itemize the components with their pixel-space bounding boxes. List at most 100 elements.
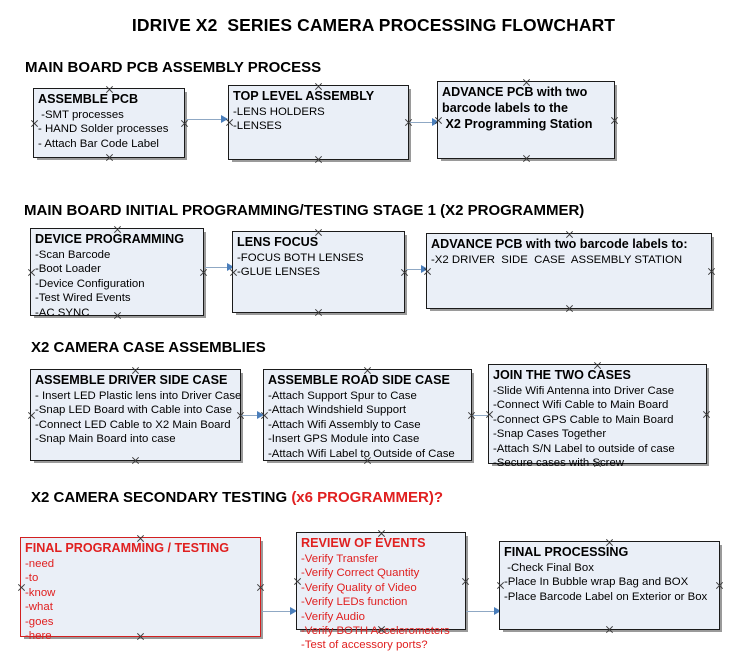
flow-box-line: -Verify Quality of Video (301, 581, 417, 594)
flow-box-line: -Verify LEDs function (301, 596, 408, 609)
arrow-device-programming-to-lens-focus (205, 263, 234, 272)
flow-box-title: ADVANCE PCB with two (442, 85, 588, 99)
flow-box-line: -AC SYNC (35, 306, 90, 319)
connection-handle-right[interactable] (400, 268, 409, 277)
flow-box-line: -GLUE LENSES (237, 266, 320, 279)
connection-handle-right[interactable] (236, 411, 245, 420)
flow-box-assemble-pcb[interactable]: ASSEMBLE PCB -SMT processes - HAND Solde… (33, 88, 185, 158)
flow-box-line: - HAND Solder processes (38, 123, 169, 136)
arrow-assemble-pcb-to-top-level-assembly (186, 115, 228, 124)
flow-box-line: -here (25, 630, 52, 643)
flow-box-device-programming[interactable]: DEVICE PROGRAMMING -Scan Barcode -Boot L… (30, 228, 204, 319)
flow-box-line: -Device Configuration (35, 277, 145, 290)
arrow-review-of-events-to-final-processing (466, 607, 501, 616)
flow-box-line: -LENS HOLDERS (233, 106, 325, 118)
connection-handle-right[interactable] (404, 118, 413, 127)
flow-box-lens-focus[interactable]: LENS FOCUS -FOCUS BOTH LENSES -GLUE LENS… (232, 231, 405, 313)
flow-box-line: -Place In Bubble wrap Bag and BOX (504, 576, 689, 589)
flow-box-assemble-driver-side-case[interactable]: ASSEMBLE DRIVER SIDE CASE - Insert LED P… (30, 369, 241, 461)
flow-box-line: -Verify BOTH Accelerometers (301, 625, 450, 638)
flow-box-advance-pcb-to-driver-side-case-assembly[interactable]: ADVANCE PCB with two barcode labels to: … (426, 233, 712, 309)
section-title-text: X2 CAMERA SECONDARY TESTING (31, 489, 292, 506)
flow-box-line: -Insert GPS Module into Case (268, 433, 420, 446)
section-title-main-board-initial-programming-testing-stage-1: MAIN BOARD INITIAL PROGRAMMING/TESTING S… (24, 202, 585, 219)
connection-handle-bottom[interactable] (314, 308, 323, 317)
flow-box-line: - Attach Bar Code Label (38, 137, 159, 150)
flow-box-line: -SMT processes (38, 109, 124, 121)
flow-box-top-level-assembly[interactable]: TOP LEVEL ASSEMBLY -LENS HOLDERS -LENSES (228, 85, 409, 160)
connection-handle-right[interactable] (199, 268, 208, 277)
flow-box-assemble-road-side-case[interactable]: ASSEMBLE ROAD SIDE CASE -Attach Support … (263, 369, 472, 461)
flow-box-line: -FOCUS BOTH LENSES (237, 252, 364, 264)
flow-box-title: ASSEMBLE PCB (38, 92, 139, 106)
flow-box-line: -Connect GPS Cable to Main Board (493, 413, 674, 426)
flow-box-line: -Verify Transfer (301, 553, 379, 565)
connection-handle-bottom[interactable] (605, 625, 614, 634)
connection-handle-right[interactable] (707, 267, 716, 276)
flow-box-line: -need (25, 558, 55, 570)
flow-box-line: -Check Final Box (504, 562, 594, 574)
flow-box-line: -know (25, 586, 56, 599)
connection-handle-right[interactable] (702, 410, 711, 419)
flow-box-line: -Connect LED Cable to X2 Main Board (35, 418, 231, 431)
connection-handle-right[interactable] (256, 583, 265, 592)
flow-box-line: -Snap Cases Together (493, 428, 607, 441)
page-title: IDRIVE X2 SERIES CAMERA PROCESSING FLOWC… (131, 15, 616, 35)
flow-box-line: -Test Wired Events (35, 292, 131, 305)
flow-box-title: ASSEMBLE ROAD SIDE CASE (268, 373, 450, 387)
flow-box-line: -Place Barcode Label on Exterior or Box (504, 590, 708, 603)
arrow-top-level-assembly-to-advance-pcb (410, 118, 439, 127)
flow-box-line: -X2 DRIVER SIDE CASE ASSEMBLY STATION (431, 254, 683, 266)
flow-box-title: DEVICE PROGRAMMING (35, 232, 185, 246)
section-title-accent: (x6 PROGRAMMER)? (291, 489, 443, 506)
connection-handle-bottom[interactable] (522, 154, 531, 163)
connection-handle-right[interactable] (461, 577, 470, 586)
flow-box-review-of-events[interactable]: REVIEW OF EVENTS -Verify Transfer -Verif… (296, 532, 466, 651)
flow-box-line: -to (25, 572, 39, 585)
flow-box-final-processing[interactable]: FINAL PROCESSING -Check Final Box -Place… (499, 541, 720, 630)
flow-box-join-the-two-cases[interactable]: JOIN THE TWO CASES -Slide Wifi Antenna i… (488, 364, 707, 469)
flow-box-line: -Attach Wifi Label to Outside of Case (268, 447, 455, 460)
flow-box-line: -LENSES (233, 120, 282, 133)
arrow-lens-focus-to-advance-pcb-driver-side (406, 265, 428, 274)
flow-box-line: -Attach Windshield Support (268, 404, 407, 417)
flow-box-line: -Attach Wifi Assembly to Case (268, 418, 421, 431)
section-title-x2-camera-case-assemblies: X2 CAMERA CASE ASSEMBLIES (31, 339, 266, 356)
flow-box-title: TOP LEVEL ASSEMBLY (233, 89, 375, 103)
arrow-final-programming-to-review-of-events (262, 607, 297, 616)
flow-box-line: -Snap Main Board into case (35, 433, 176, 446)
flow-box-title: ASSEMBLE DRIVER SIDE CASE (35, 373, 228, 387)
connection-handle-bottom[interactable] (105, 153, 114, 162)
flow-box-line: X2 Programming Station (442, 117, 593, 131)
flow-box-title: ADVANCE PCB with two barcode labels to: (431, 237, 688, 251)
flow-box-title: FINAL PROCESSING (504, 545, 629, 559)
connection-handle-right[interactable] (180, 119, 189, 128)
flow-box-line: - Insert LED Plastic lens into Driver Ca… (35, 390, 242, 402)
flow-box-final-programming-testing[interactable]: FINAL PROGRAMMING / TESTING -need -to -k… (20, 537, 261, 642)
flow-box-title: FINAL PROGRAMMING / TESTING (25, 541, 230, 555)
flow-box-line: -Attach Support Spur to Case (268, 390, 417, 402)
flow-box-line: barcode labels to the (442, 101, 568, 115)
connection-handle-bottom[interactable] (131, 456, 140, 465)
section-title-x2-camera-secondary-testing: X2 CAMERA SECONDARY TESTING (x6 PROGRAMM… (31, 489, 443, 506)
flow-box-line: -Connect Wifi Cable to Main Board (493, 399, 669, 412)
flow-box-title: JOIN THE TWO CASES (493, 368, 631, 382)
connection-handle-right[interactable] (467, 411, 476, 420)
connection-handle-left[interactable] (423, 267, 432, 276)
connection-handle-bottom[interactable] (565, 304, 574, 313)
flow-box-line: -Snap LED Board with Cable into Case (35, 404, 232, 417)
flow-box-line: -Scan Barcode (35, 249, 111, 261)
flow-box-line: -Attach S/N Label to outside of case (493, 442, 675, 455)
flow-box-line: -Slide Wifi Antenna into Driver Case (493, 385, 675, 397)
arrow-driver-side-case-to-road-side-case (242, 411, 264, 420)
flow-box-line: -goes (25, 615, 54, 628)
connection-handle-right[interactable] (715, 581, 724, 590)
flow-box-line: -Verify Audio (301, 610, 365, 623)
flow-box-line: -Verify Correct Quantity (301, 567, 420, 580)
flow-box-advance-pcb-to-programming-station[interactable]: ADVANCE PCB with two barcode labels to t… (437, 81, 615, 159)
flow-box-title: REVIEW OF EVENTS (301, 536, 426, 550)
flow-box-line: -Boot Loader (35, 263, 101, 276)
connection-handle-bottom[interactable] (314, 155, 323, 164)
connection-handle-right[interactable] (610, 116, 619, 125)
